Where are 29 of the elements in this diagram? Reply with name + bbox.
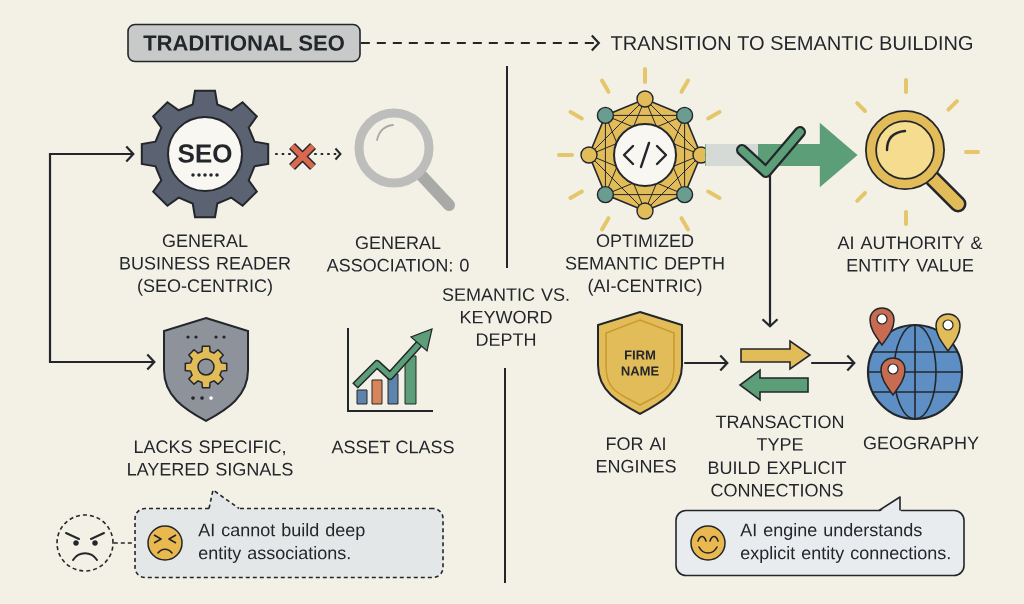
magnifier-icon <box>354 108 455 211</box>
icon-caption: GENERAL BUSINESS READER (SEO-CENTRIC) <box>120 234 291 296</box>
chart-icon <box>347 327 434 412</box>
angry-face-icon <box>56 514 114 572</box>
callout-box: AI cannot build deep entity associations. <box>134 489 444 579</box>
network-icon <box>557 67 722 232</box>
icon-caption: FOR AI ENGINES <box>596 437 676 473</box>
shield-icon <box>163 317 249 422</box>
arrow <box>811 354 856 372</box>
icon-caption: GEOGRAPHY <box>863 436 979 450</box>
icon-caption: AI AUTHORITY & ENTITY VALUE <box>837 236 983 272</box>
gear-badge: SEO <box>140 89 270 219</box>
icon-caption: BUILD EXPLICIT CONNECTIONS <box>708 461 847 497</box>
magnifier-icon <box>855 78 980 226</box>
arrow <box>684 354 729 372</box>
icon-caption: GENERAL ASSOCIATION: 0 <box>326 236 469 272</box>
exchange-arrows-icon <box>738 339 812 402</box>
icon-caption: TRANSACTION TYPE <box>715 415 844 451</box>
shield-badge: FIRM NAME <box>597 311 683 415</box>
arrow <box>48 145 135 255</box>
globe-icon <box>866 307 964 421</box>
icon-caption: ASSET CLASS <box>331 440 454 454</box>
dotted-arrow <box>274 147 342 161</box>
dashed-line <box>113 542 135 544</box>
dashed-arrow <box>360 34 601 52</box>
title-box: TRADITIONAL SEO <box>127 23 361 63</box>
icon-caption: LACKS SPECIFIC, LAYERED SIGNALS <box>128 440 293 476</box>
arrow <box>48 255 156 371</box>
heading-text: TRANSITION TO SEMANTIC BUILDING <box>610 35 972 51</box>
